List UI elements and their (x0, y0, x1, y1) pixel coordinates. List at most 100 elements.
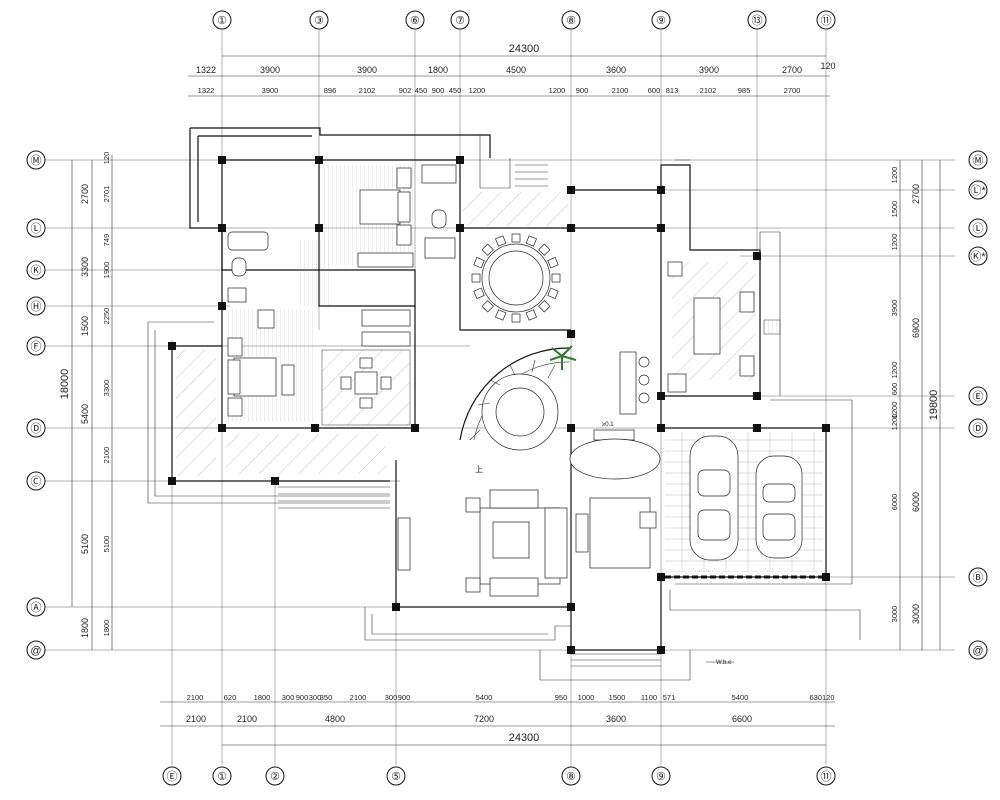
axis-bubble-top-6: ⑥ (405, 10, 425, 30)
dining-chair (525, 309, 537, 321)
top-dim-row2: 1322 3900 896 2102 902 450 900 450 1200 … (198, 86, 801, 95)
svg-text:⑪: ⑪ (821, 14, 832, 27)
svg-text:Ⓜ: Ⓜ (973, 154, 984, 167)
kitchen-fixtures (667, 261, 781, 393)
dining-chair (481, 300, 494, 313)
top-dim-2-9: 1200 (469, 86, 486, 95)
left-dim-2-9: 1800 (102, 620, 111, 637)
svg-text:Ⓐ: Ⓐ (31, 601, 42, 614)
top-dim-2-8: 450 (449, 86, 462, 95)
upper-bedroom-furniture (357, 167, 414, 268)
plant-icon (549, 345, 577, 370)
bar-label: ≥0.1 (602, 422, 614, 428)
small-label: W.b.e (716, 660, 732, 666)
bottom-dim-2-11: 5400 (476, 693, 493, 702)
right-dim-1-1: 2700 (911, 184, 921, 204)
top-dim-2-3: 896 (324, 86, 337, 95)
bottom-dim-2-10: 900 (398, 693, 411, 702)
svg-text:Ⓓ: Ⓓ (973, 422, 984, 435)
spiral-staircase: 上 (459, 347, 571, 474)
bottom-dim-1-2: 2100 (237, 714, 257, 724)
round-dining-table (471, 233, 561, 323)
svg-text:Ⓚ*: Ⓚ* (970, 250, 986, 263)
svg-text:Ⓕ: Ⓕ (31, 340, 42, 353)
bottom-dimension-lines (160, 701, 835, 746)
top-dim-2-7: 900 (432, 86, 445, 95)
left-overall-dim: 18000 (59, 369, 71, 400)
left-dimension-lines (71, 155, 113, 650)
bottom-dim-row2: 2100 620 1800 300 900 300 350 2100 300 9… (187, 693, 835, 702)
left-dim-2-1: 120 (102, 152, 111, 165)
axis-bubble-left-k: Ⓚ (26, 260, 46, 280)
dining-chairs (471, 233, 561, 323)
top-dim-2-10: 1200 (549, 86, 566, 95)
top-dim-2-15: 2102 (700, 86, 717, 95)
right-dim-2-6: 600 (890, 383, 899, 396)
left-dim-1-1: 2700 (80, 184, 90, 204)
bottom-dim-2-16: 571 (663, 693, 676, 702)
top-dim-2-4: 2102 (359, 86, 376, 95)
left-dim-2-4: 1900 (102, 262, 111, 279)
axis-bubble-bottom-5: ⑤ (386, 766, 406, 786)
svg-text:@: @ (30, 645, 41, 657)
left-dim-1-3: 1500 (80, 316, 90, 336)
left-dim-1-2: 3300 (80, 257, 90, 277)
right-dim-row1: 2700 6900 6000 3000 (911, 184, 921, 624)
axis-bubble-top-11: ⑪ (816, 10, 836, 30)
dining-chair (547, 257, 559, 269)
top-dim-1-7: 3900 (699, 65, 719, 75)
right-dim-2-8: 1200 (890, 414, 899, 431)
dining-chair (471, 273, 481, 283)
bottom-dim-2-3: 1800 (254, 693, 271, 702)
bottom-dim-2-18: 630120 (809, 693, 834, 702)
dining-chair (495, 235, 507, 247)
right-dim-2-5: 1200 (890, 362, 899, 379)
svg-text:Ⓓ: Ⓓ (31, 422, 42, 435)
right-dim-1-3: 6000 (911, 492, 921, 512)
left-dim-2-6: 3300 (102, 380, 111, 397)
top-dim-1-3: 3900 (357, 65, 377, 75)
dining-chair (511, 233, 521, 243)
axis-bubble-top-7: ⑦ (450, 10, 470, 30)
bottom-dim-2-8: 2100 (350, 693, 367, 702)
right-axis-bubbles: Ⓜ Ⓛ* Ⓛ Ⓚ* Ⓔ Ⓓ Ⓑ @ (968, 150, 988, 660)
top-dim-row1: 1322 3900 3900 1800 4500 3600 3900 2700 … (196, 61, 836, 75)
oval-rug (569, 438, 661, 480)
left-axis-bubbles: Ⓜ Ⓛ Ⓚ Ⓗ Ⓕ Ⓓ Ⓒ Ⓐ @ (26, 150, 46, 660)
top-dim-2-2: 3900 (262, 86, 279, 95)
bottom-dim-2-6: 300 (309, 693, 322, 702)
top-dim-1-2: 3900 (260, 65, 280, 75)
svg-text:Ⓔ: Ⓔ (167, 770, 178, 783)
svg-text:①: ① (217, 771, 227, 783)
bottom-axis-bubbles: Ⓔ ① ② ⑤ ⑧ ⑨ ⑪ (162, 766, 836, 786)
bottom-dim-2-9: 300 (385, 693, 398, 702)
left-dim-1-6: 1800 (80, 618, 90, 638)
svg-text:Ⓜ: Ⓜ (31, 154, 42, 167)
top-dim-2-5: 902 (399, 86, 412, 95)
living-room-furniture (397, 489, 568, 597)
axis-bubble-left-a: Ⓐ (26, 597, 46, 617)
top-overall-dimension: 24300 (509, 43, 540, 55)
bottom-dim-1-1: 2100 (186, 714, 206, 724)
bottom-overall-dim: 24300 (509, 732, 540, 744)
left-dim-2-8: 5100 (102, 536, 111, 553)
right-dim-2-2: 1500 (890, 201, 899, 218)
bottom-dim-2-1: 2100 (187, 693, 204, 702)
svg-text:Ⓚ: Ⓚ (31, 264, 42, 277)
svg-text:Ⓛ: Ⓛ (973, 222, 984, 235)
left-dim-row1: 2700 3300 1500 5400 5100 1800 (80, 184, 90, 638)
tv-cabinet (397, 517, 411, 571)
car-left (689, 435, 739, 561)
top-dimension-lines (188, 55, 830, 97)
axis-bubble-left-zero: @ (26, 640, 46, 660)
top-dim-1-8: 2700 (782, 65, 802, 75)
svg-text:⑧: ⑧ (566, 15, 576, 27)
bottom-dim-2-12: 950 (555, 693, 568, 702)
right-dim-row2: 1200 1500 1200 3900 1200 600 1200 1200 6… (890, 167, 899, 623)
right-dimension-lines (899, 160, 941, 650)
svg-text:Ⓗ: Ⓗ (31, 300, 42, 313)
car-right (755, 455, 803, 559)
bottom-dim-2-2: 620 (224, 693, 237, 702)
shower-tray (421, 164, 457, 184)
right-dim-2-9: 6000 (890, 494, 899, 511)
